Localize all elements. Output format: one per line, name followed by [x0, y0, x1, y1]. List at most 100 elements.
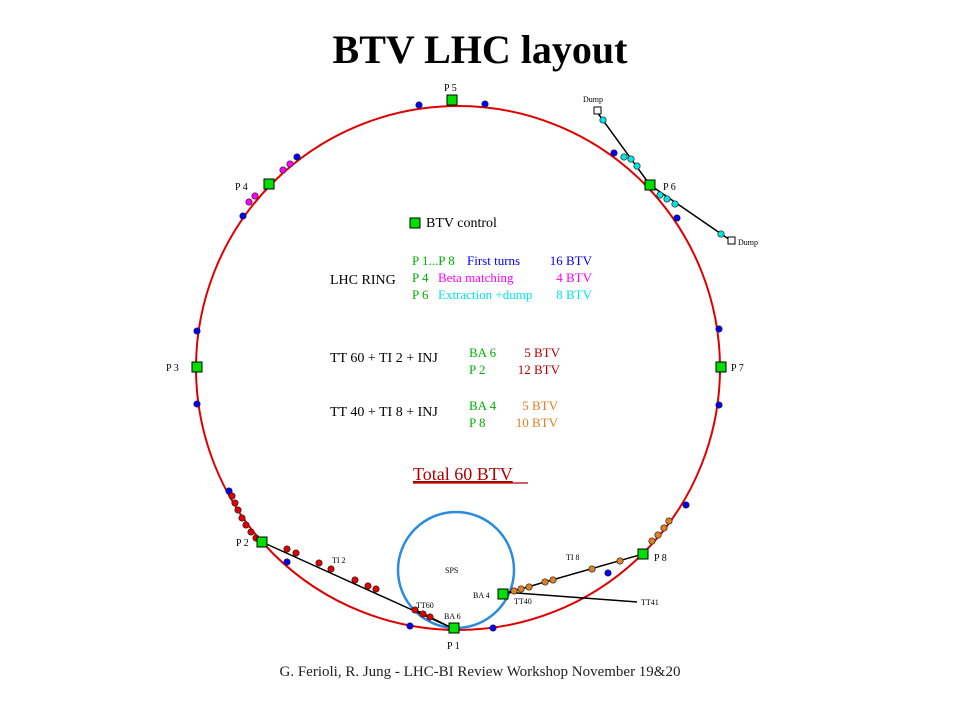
- btv-marker: [286, 160, 294, 168]
- label-dump-top: Dump: [583, 95, 603, 104]
- btv-marker: [517, 585, 525, 593]
- btv-marker: [406, 622, 414, 630]
- dump-box-top: [593, 106, 602, 115]
- btv-marker: [656, 191, 664, 199]
- btv-marker: [549, 576, 557, 584]
- dump-line-top: [596, 111, 651, 186]
- ring-row-3-point: P 6: [412, 287, 429, 302]
- label-tt41: TT41: [641, 598, 659, 607]
- btv-marker: [682, 501, 690, 509]
- btv-marker: [245, 198, 253, 206]
- btv-marker: [283, 558, 291, 566]
- btv-marker: [648, 537, 656, 545]
- label-sps: SPS: [445, 566, 458, 575]
- btv-marker: [616, 557, 624, 565]
- btv-marker: [247, 528, 255, 536]
- btv-marker: [372, 585, 380, 593]
- btv-marker: [228, 492, 236, 500]
- btv-marker: [242, 521, 250, 529]
- btv-marker: [633, 162, 641, 170]
- ring-row-3-desc: Extraction +dump: [438, 287, 532, 302]
- btv-marker: [279, 166, 287, 174]
- btv-marker: [315, 559, 323, 567]
- btv-marker: [193, 327, 201, 335]
- tt60-row-1-point: BA 6: [469, 345, 497, 360]
- station-p4: [263, 178, 275, 190]
- tt40-row-2-point: P 8: [469, 415, 486, 430]
- btv-marker: [660, 524, 668, 532]
- btv-marker: [715, 401, 723, 409]
- label-p6: P 6: [663, 182, 676, 193]
- legend-total: Total 60 BTV: [413, 464, 513, 484]
- label-p4: P 4: [235, 182, 248, 193]
- footer-credits: G. Ferioli, R. Jung - LHC-BI Review Work…: [279, 664, 681, 680]
- tt40-row-1-point: BA 4: [469, 398, 497, 413]
- btv-marker: [351, 576, 359, 584]
- tt60-row-2-count: 12 BTV: [518, 362, 561, 377]
- label-p2: P 2: [236, 538, 249, 549]
- btv-marker: [588, 565, 596, 573]
- btv-marker: [665, 517, 673, 525]
- label-p7: P 7: [731, 363, 744, 374]
- ring-row-1-point: P 1...P 8: [412, 253, 455, 268]
- btv-marker: [234, 506, 242, 514]
- btv-marker: [541, 578, 549, 586]
- tt41-line: [502, 591, 638, 603]
- btv-control-square: [409, 217, 421, 229]
- btv-marker: [193, 400, 201, 408]
- btv-marker: [599, 116, 607, 124]
- btv-marker: [231, 499, 239, 507]
- btv-marker: [419, 610, 427, 618]
- ring-row-2-count: 4 BTV: [556, 270, 592, 285]
- btv-marker: [610, 149, 618, 157]
- label-tt60: TT60: [416, 601, 434, 610]
- btv-marker: [510, 587, 518, 595]
- label-p8: P 8: [654, 553, 667, 564]
- legend-lhc-ring: LHC RING: [330, 273, 396, 288]
- btv-marker: [663, 195, 671, 203]
- label-ba6: BA 6: [444, 612, 461, 621]
- btv-marker: [411, 606, 419, 614]
- btv-marker: [426, 613, 434, 621]
- btv-marker: [415, 101, 423, 109]
- station-p6: [644, 179, 656, 191]
- btv-marker: [251, 192, 259, 200]
- btv-marker: [239, 212, 247, 220]
- btv-marker: [654, 531, 662, 539]
- tt40-row-1-count: 5 BTV: [522, 398, 558, 413]
- stations: [191, 94, 727, 634]
- btv-marker: [671, 200, 679, 208]
- dump-box-right: [727, 236, 736, 245]
- station-p3: [191, 361, 203, 373]
- page-title: BTV LHC layout: [332, 27, 628, 72]
- label-ba4: BA 4: [473, 591, 490, 600]
- label-dump-right: Dump: [738, 238, 758, 247]
- btv-marker: [481, 100, 489, 108]
- station-p5: [446, 94, 458, 106]
- btv-marker: [620, 153, 628, 161]
- tt40-row-2-count: 10 BTV: [516, 415, 559, 430]
- btv-marker: [238, 514, 246, 522]
- ring-row-2-desc: Beta matching: [438, 270, 514, 285]
- station-p1: [448, 622, 460, 634]
- btv-marker: [364, 582, 372, 590]
- btv-marker: [627, 155, 635, 163]
- label-p5: P 5: [444, 83, 457, 94]
- station-p8: [637, 548, 649, 560]
- ring-row-2-point: P 4: [412, 270, 429, 285]
- station-ba4: [497, 588, 509, 600]
- btv-marker: [715, 325, 723, 333]
- station-p7: [715, 361, 727, 373]
- label-ti8: TI 8: [566, 553, 580, 562]
- btv-marker: [673, 214, 681, 222]
- btv-markers: [193, 100, 725, 632]
- tt60-row-2-point: P 2: [469, 362, 486, 377]
- label-p3: P 3: [166, 363, 179, 374]
- legend-tt40: TT 40 + TI 8 + INJ: [330, 405, 438, 420]
- ring-row-3-count: 8 BTV: [556, 287, 592, 302]
- ring-row-1-desc: First turns: [467, 253, 520, 268]
- label-ti2: TI 2: [332, 556, 346, 565]
- station-p2: [256, 536, 268, 548]
- btv-marker: [293, 153, 301, 161]
